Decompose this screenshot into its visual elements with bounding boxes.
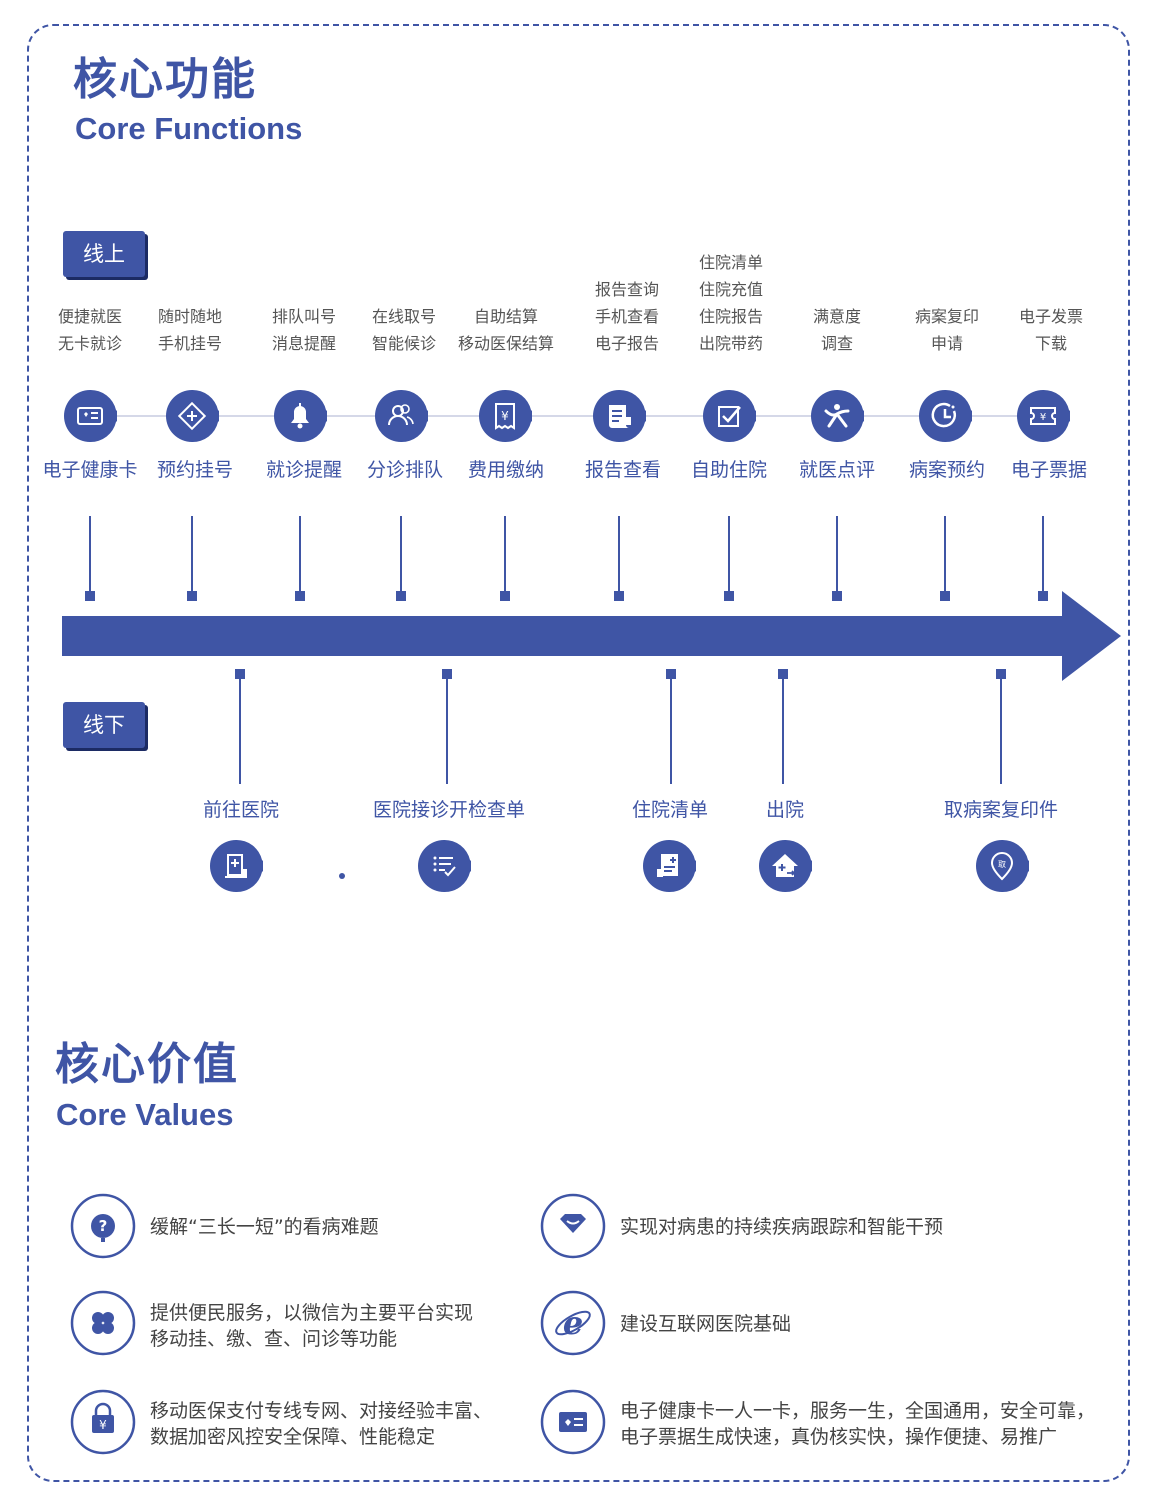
- core-functions-subtitle: Core Functions: [75, 111, 303, 146]
- value-text-2: 提供便民服务，以微信为主要平台实现移动挂、缴、查、问诊等功能: [150, 1302, 474, 1350]
- hospital-doc-icon: [210, 839, 263, 893]
- online-desc-9: 电子发票下载: [1018, 307, 1083, 353]
- online-label-6: 自助住院: [690, 459, 767, 481]
- health-card-value-icon: [540, 1389, 606, 1455]
- offline-label-1: 医院接诊开检查单: [372, 799, 525, 821]
- dashed-frame: [27, 24, 1130, 1482]
- online-label-7: 就医点评: [798, 459, 875, 481]
- online-desc-7: 满意度调查: [812, 307, 861, 353]
- health-card-icon: [64, 389, 117, 443]
- online-label-1: 预约挂号: [156, 459, 233, 481]
- checkbox-icon: [703, 389, 756, 443]
- online-desc-4: 自助结算移动医保结算: [457, 307, 554, 353]
- report-scroll-icon: [593, 389, 646, 443]
- online-desc-3: 在线取号智能候诊: [371, 307, 436, 353]
- question-icon: ?: [70, 1193, 136, 1259]
- discharge-home-icon: [759, 839, 812, 893]
- svg-text:e: e: [563, 1304, 583, 1342]
- decorative-dot: [339, 873, 345, 879]
- online-label-8: 病案预约: [908, 459, 985, 481]
- offline-label-2: 住院清单: [631, 799, 708, 821]
- value-text-0: 缓解“三长一短”的看病难题: [150, 1216, 379, 1238]
- admission-list-icon: [643, 839, 696, 893]
- timeline-arrow: [62, 591, 1121, 681]
- svg-text:¥: ¥: [501, 409, 509, 423]
- yen-lock-icon: ¥: [70, 1389, 136, 1455]
- clover-icon: [70, 1290, 136, 1356]
- online-drop-lines: [85, 516, 1048, 601]
- svg-text:¥: ¥: [99, 1418, 107, 1432]
- payment-receipt-icon: ¥: [479, 389, 532, 443]
- pickup-location-icon: 取: [976, 839, 1029, 893]
- checklist-icon: [418, 839, 471, 893]
- appointment-icon: [166, 389, 219, 443]
- online-desc-8: 病案复印申请: [914, 307, 979, 353]
- bell-icon: [274, 389, 327, 443]
- online-desc-2: 排队叫号消息提醒: [271, 307, 336, 353]
- clock-icon: [919, 389, 972, 443]
- svg-text:?: ?: [99, 1217, 108, 1235]
- value-text-3: 建设互联网医院基础: [620, 1313, 792, 1335]
- core-values-subtitle: Core Values: [56, 1097, 234, 1132]
- core-values-title: 核心价值: [55, 1039, 239, 1090]
- review-icon: [811, 389, 864, 443]
- offline-label-0: 前往医院: [202, 799, 279, 821]
- online-label-0: 电子健康卡: [42, 459, 138, 481]
- online-label-2: 就诊提醒: [265, 459, 342, 481]
- core-functions-title: 核心功能: [73, 54, 257, 105]
- online-desc-6: 住院清单住院充值住院报告出院带药: [698, 253, 763, 353]
- offline-badge: 线下: [63, 702, 145, 748]
- svg-text:¥: ¥: [1040, 412, 1046, 423]
- heart-shield-icon: [540, 1193, 606, 1259]
- online-label-5: 报告查看: [584, 459, 661, 481]
- online-desc-0: 便捷就医无卡就诊: [57, 307, 122, 353]
- online-label-3: 分诊排队: [366, 459, 443, 481]
- online-label-9: 电子票据: [1010, 459, 1087, 481]
- value-text-4: 移动医保支付专线专网、对接经验丰富、数据加密风控安全保障、性能稳定: [150, 1400, 493, 1448]
- value-text-5: 电子健康卡一人一卡，服务一生，全国通用，安全可靠，电子票据生成快速，真伪核实快，…: [620, 1400, 1096, 1448]
- queue-people-icon: [375, 389, 428, 443]
- e-ticket-icon: ¥: [1017, 389, 1070, 443]
- svg-text:取: 取: [998, 860, 1006, 869]
- online-badge: 线上: [63, 231, 145, 277]
- online-desc-5: 报告查询手机查看电子报告: [594, 280, 659, 353]
- online-desc-1: 随时随地手机挂号: [157, 307, 222, 353]
- offline-label-3: 出院: [765, 799, 804, 821]
- internet-e-icon: e: [540, 1290, 606, 1356]
- value-text-1: 实现对病患的持续疾病跟踪和智能干预: [620, 1216, 944, 1238]
- online-label-4: 费用缴纳: [467, 459, 544, 481]
- offline-label-4: 取病案复印件: [943, 799, 1058, 821]
- offline-drop-lines: [235, 669, 1006, 784]
